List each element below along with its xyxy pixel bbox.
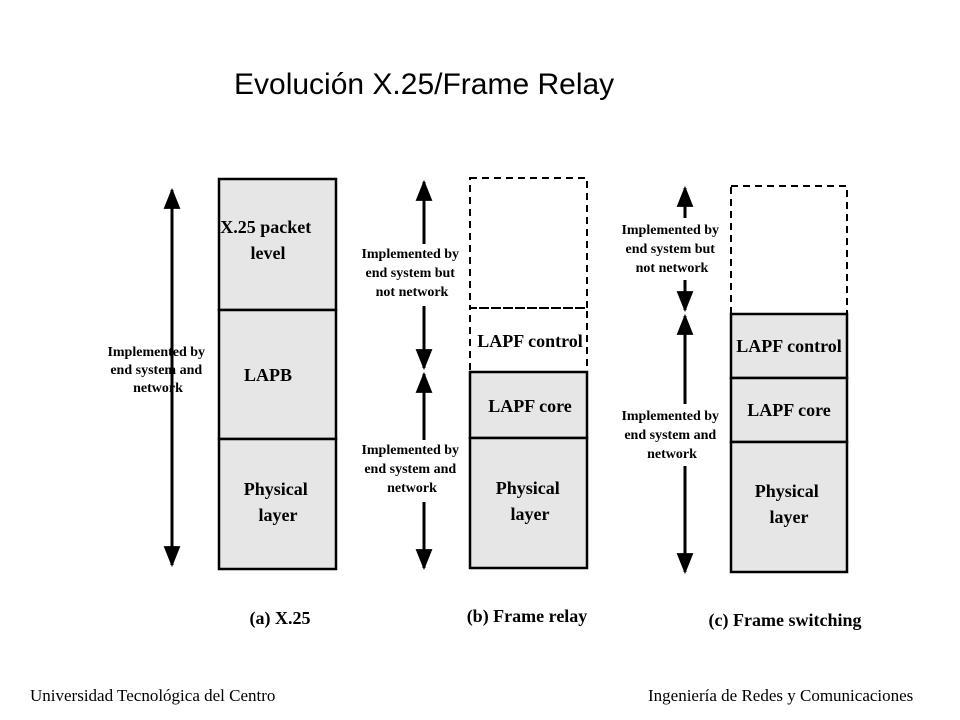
caption-c: (c) Frame switching xyxy=(709,610,862,631)
note-a-line-2: end system and xyxy=(110,363,202,378)
note-c-top: Implemented by end system but not networ… xyxy=(621,223,722,276)
label-lapf-control-b: LAPF control xyxy=(477,331,583,351)
layer-physical-c xyxy=(729,440,849,574)
note-b-top-line-3: not network xyxy=(376,285,449,300)
layer-x25-packet xyxy=(217,177,338,312)
footer-university: Universidad Tecnológica del Centro xyxy=(30,686,276,705)
note-c-bottom-line-2: end system and xyxy=(624,428,716,443)
label-physical-a-line-2: layer xyxy=(259,505,298,525)
note-c-top-line-3: not network xyxy=(636,261,709,276)
layer-empty-b xyxy=(469,177,588,309)
note-c-bottom-line-1: Implemented by xyxy=(621,409,719,424)
layer-physical-b xyxy=(468,436,589,570)
note-b-top-line-2: end system but xyxy=(366,266,456,281)
note-c-bottom-line-3: network xyxy=(647,447,697,462)
label-lapf-core-c: LAPF core xyxy=(747,400,830,420)
note-a: Implemented by end system and network xyxy=(107,345,208,396)
note-b-top: Implemented by end system but not networ… xyxy=(361,247,462,300)
stack-c-frame-switching: Implemented by end system but not networ… xyxy=(618,185,862,631)
footer-course: Ingeniería de Redes y Comunicaciones xyxy=(648,686,914,705)
stack-b-frame-relay: Implemented by end system but not networ… xyxy=(358,177,589,627)
label-lapf-core-b: LAPF core xyxy=(488,396,571,416)
label-physical-a: Physical layer xyxy=(244,479,313,525)
note-c-top-bg xyxy=(618,218,752,280)
layer-lapf-core-c xyxy=(729,376,849,444)
note-b-bottom-line-3: network xyxy=(387,481,437,496)
note-b-bottom: Implemented by end system and network xyxy=(361,443,462,496)
label-physical-a-line-1: Physical xyxy=(244,479,308,499)
note-c-bottom-bg xyxy=(618,404,752,466)
note-c-top-line-2: end system but xyxy=(626,242,716,257)
note-a-line-1: Implemented by xyxy=(107,345,205,360)
note-c-bottom: Implemented by end system and network xyxy=(621,409,722,462)
label-lapf-control-c: LAPF control xyxy=(736,336,842,356)
label-physical-c: Physical layer xyxy=(755,481,824,527)
label-physical-b: Physical layer xyxy=(496,478,565,524)
note-b-bottom-line-1: Implemented by xyxy=(361,443,459,458)
caption-b: (b) Frame relay xyxy=(467,606,588,627)
note-b-bottom-line-2: end system and xyxy=(364,462,456,477)
label-lapb: LAPB xyxy=(244,365,292,385)
layer-physical-a xyxy=(217,437,338,571)
label-physical-c-line-1: Physical xyxy=(755,481,819,501)
label-physical-b-line-2: layer xyxy=(511,504,550,524)
stack-a-x25: Implemented by end system and network X.… xyxy=(107,177,338,629)
label-x25-packet: X.25 packet level xyxy=(220,217,316,263)
note-a-line-3: network xyxy=(133,381,183,396)
label-x25-packet-line-2: level xyxy=(251,243,286,263)
note-b-top-line-1: Implemented by xyxy=(361,247,459,262)
note-c-top-line-1: Implemented by xyxy=(621,223,719,238)
label-x25-packet-line-1: X.25 packet xyxy=(220,217,311,237)
layer-lapf-control-b xyxy=(469,307,588,373)
label-physical-b-line-1: Physical xyxy=(496,478,560,498)
page-title: Evolución X.25/Frame Relay xyxy=(234,68,615,101)
caption-a: (a) X.25 xyxy=(250,608,311,629)
label-physical-c-line-2: layer xyxy=(770,507,809,527)
